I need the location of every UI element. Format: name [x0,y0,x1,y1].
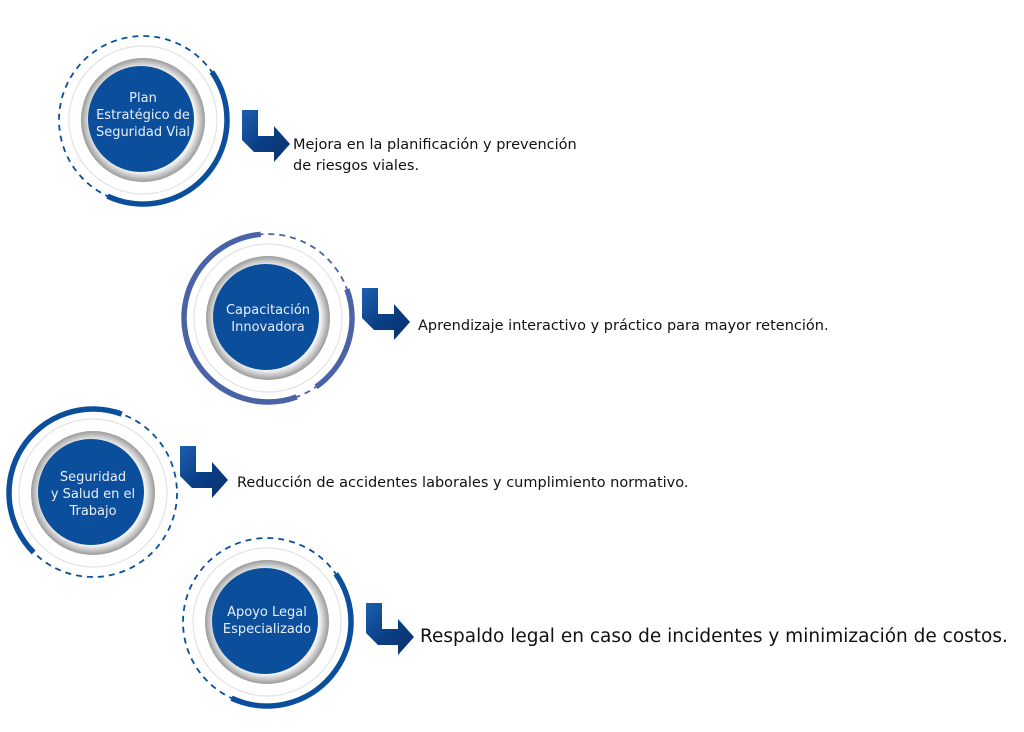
description-line: Aprendizaje interactivo y práctico para … [418,318,829,334]
inner-thin-ring [193,243,343,393]
bent-arrow-icon [362,288,410,340]
item-description: Reducción de accidentes laborales y cump… [237,473,688,494]
badge-title: Seguridad y Salud en el Trabajo [38,469,148,520]
badge-title: Capacitación Innovadora [213,302,323,336]
inner-thin-ring [18,418,168,568]
item-description: Aprendizaje interactivo y práctico para … [418,316,829,337]
title-line: Seguridad [59,470,127,485]
solid-ring-arc [218,384,298,405]
bent-arrow-icon [242,110,290,162]
blue-disc [88,66,194,172]
description-line: Mejora en la planificación y prevención [293,137,577,153]
title-line: Estratégico de [96,108,190,123]
description-line: Respaldo legal en caso de incidentes y m… [420,626,1008,647]
item-description: Respaldo legal en caso de incidentes y m… [420,626,1008,647]
title-line: Seguridad Vial [95,125,191,140]
bent-arrow-icon [366,603,414,655]
solid-ring-arc [181,231,261,400]
blue-disc [213,264,319,370]
circular-badge [58,35,230,207]
circular-badge [181,231,355,405]
title-line: Plan [129,91,157,106]
blue-disc [212,568,318,674]
solid-ring-arc [314,288,355,390]
badge-title: Apoyo Legal Especializado [212,604,322,638]
circular-badge [6,406,178,578]
title-line: Apoyo Legal [227,605,307,620]
title-line: Innovadora [231,320,305,335]
bent-arrow-icon [180,446,228,498]
title-line: Especializado [222,622,312,637]
description-line: de riesgos viales. [293,158,420,174]
solid-ring-arc [230,572,354,709]
title-line: Trabajo [69,504,117,519]
solid-ring-arc [6,406,123,555]
inner-thin-ring [68,45,218,195]
solid-ring-arc [106,70,230,207]
circular-badge [182,537,354,709]
badge-title: Plan Estratégico de Seguridad Vial [88,90,198,141]
title-line: y Salud en el [50,487,136,502]
title-line: Capacitación [225,303,311,318]
inner-thin-ring [192,547,342,697]
description-line: Reducción de accidentes laborales y cump… [237,475,689,491]
dashed-ring [8,408,178,578]
blue-disc [38,439,144,545]
item-description: Mejora en la planificación y prevención … [293,135,577,177]
